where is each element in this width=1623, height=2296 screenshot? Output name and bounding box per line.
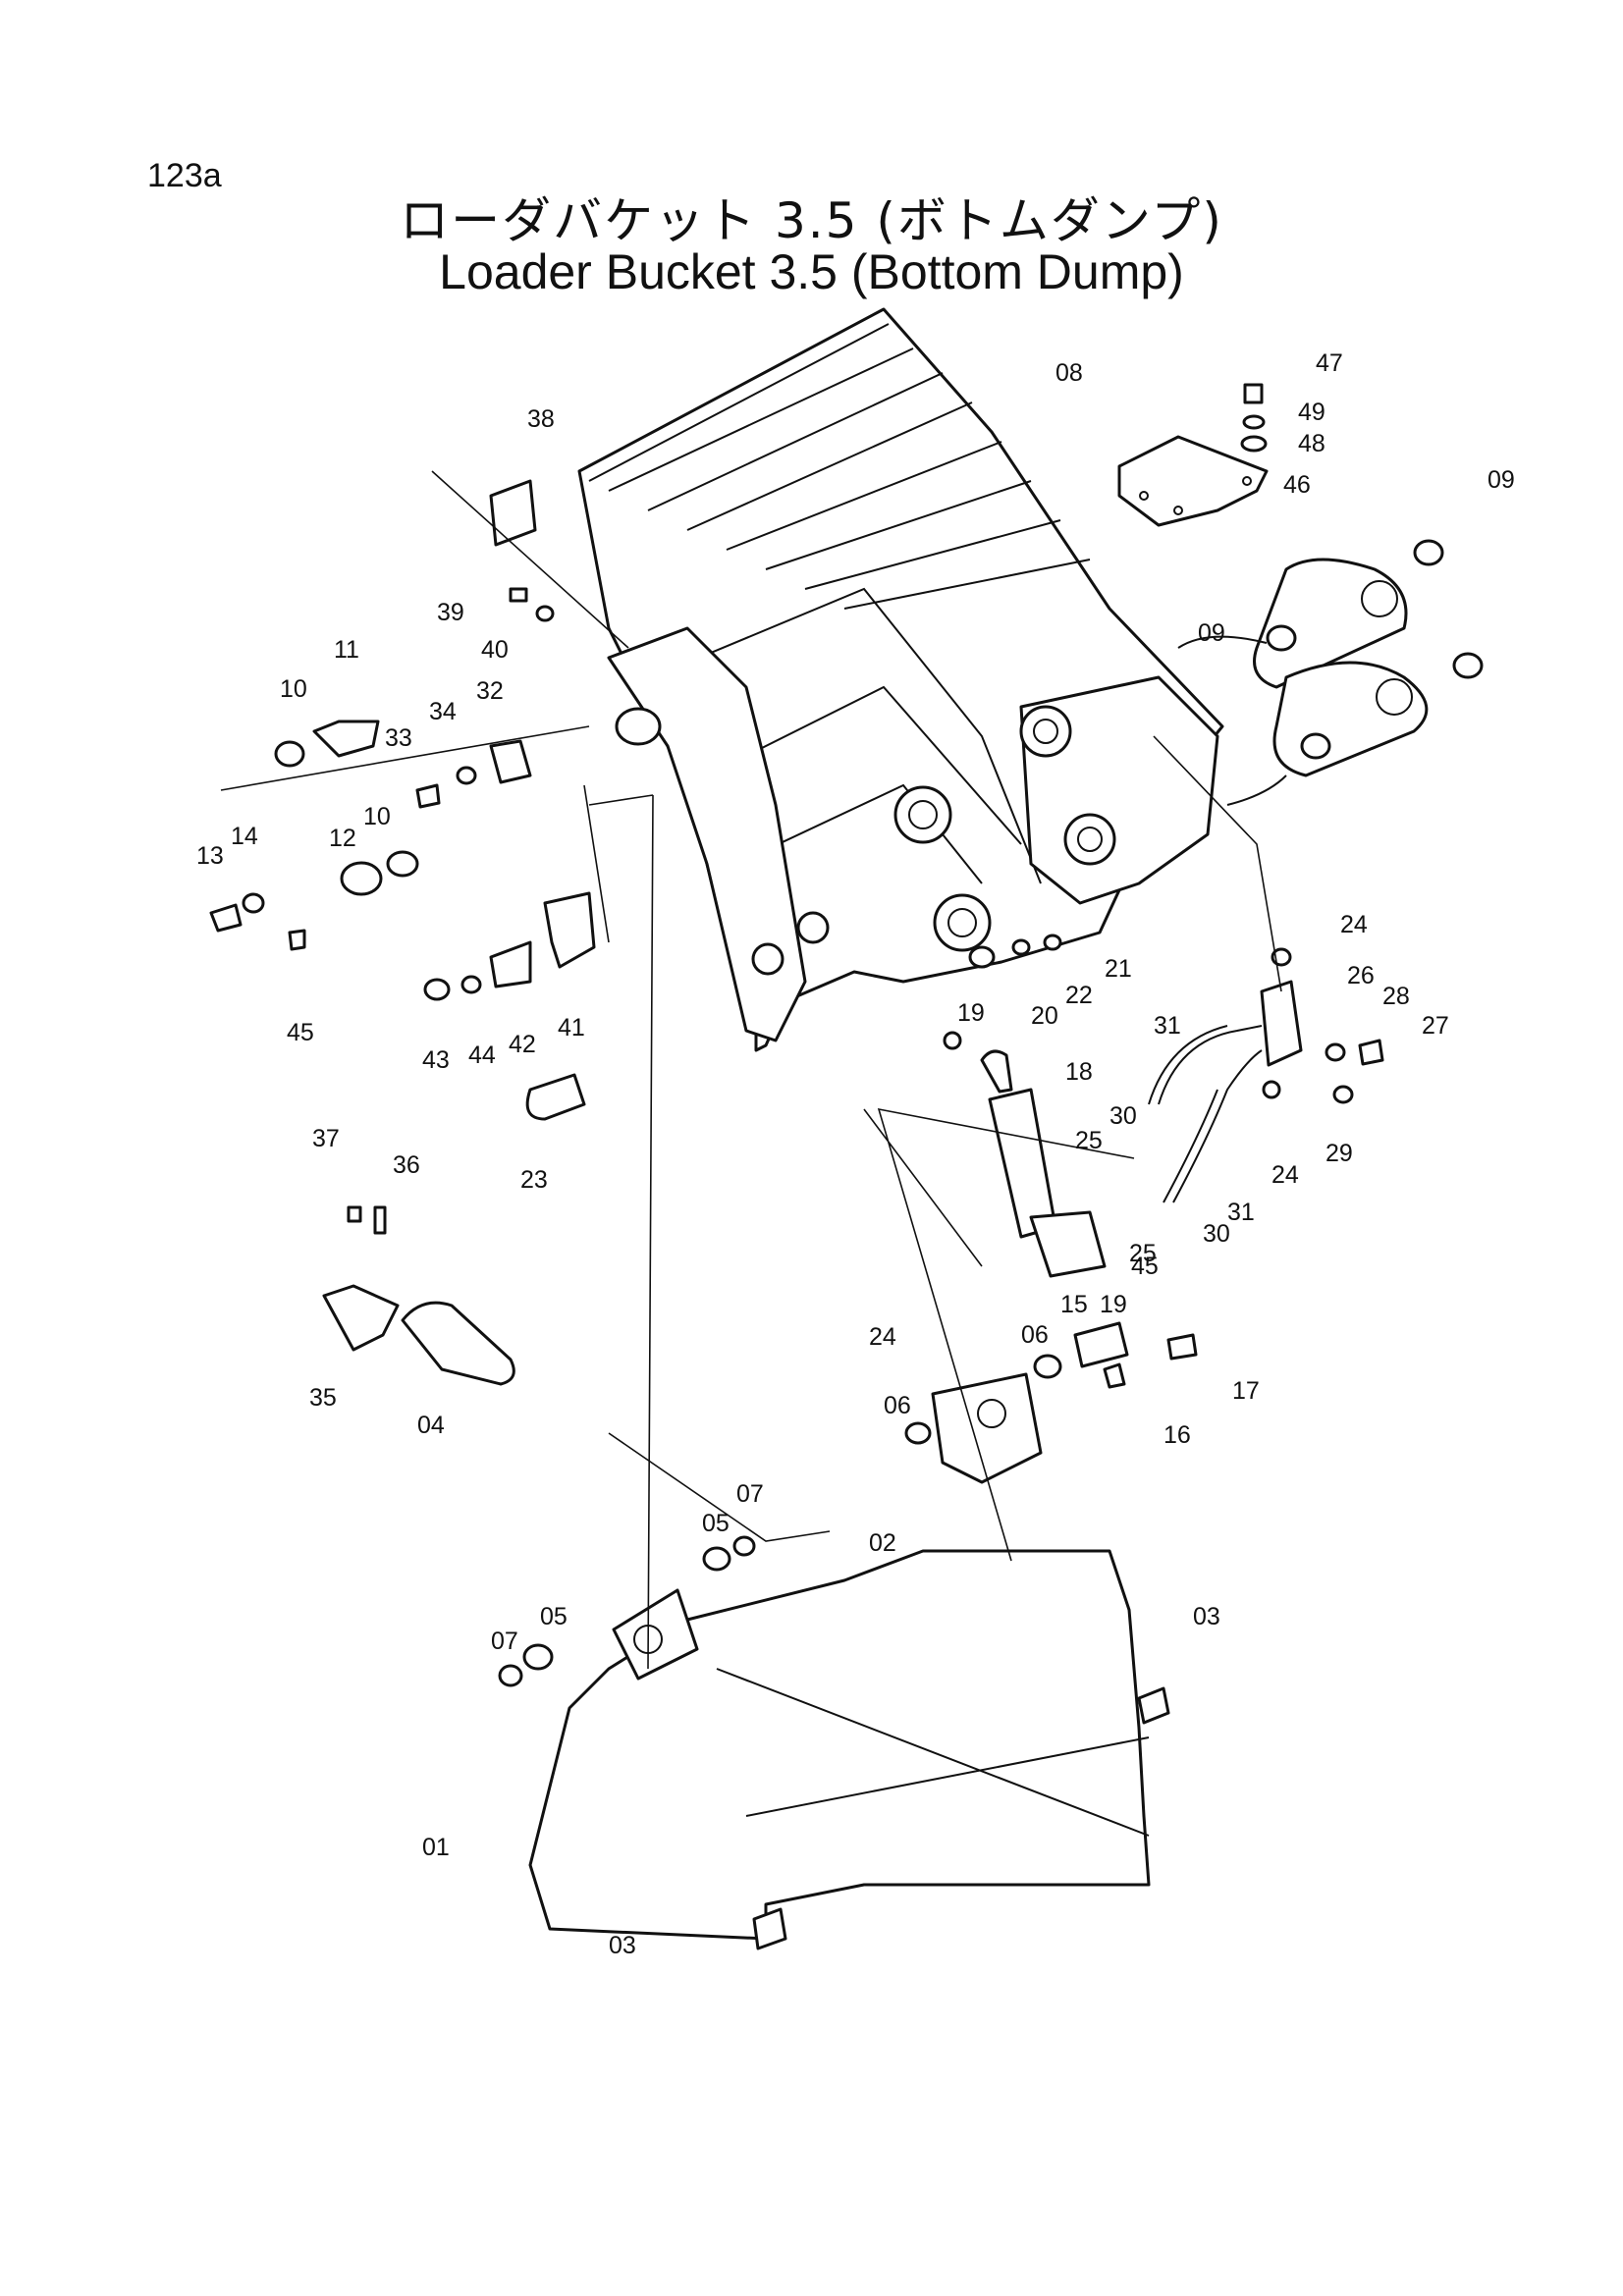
callout-42: 42: [509, 1031, 536, 1058]
callout-20: 20: [1031, 1002, 1058, 1030]
title-english: Loader Bucket 3.5 (Bottom Dump): [439, 244, 1184, 299]
callout-01: 01: [422, 1834, 450, 1861]
callout-35: 35: [309, 1384, 337, 1412]
callout-26: 26: [1347, 962, 1375, 989]
tooth-assembly: [322, 1205, 515, 1386]
callout-46: 46: [1283, 471, 1311, 499]
callout-05: 05: [540, 1603, 568, 1630]
callout-02: 02: [869, 1529, 896, 1557]
callout-19: 19: [1100, 1291, 1127, 1318]
callout-05: 05: [702, 1510, 730, 1537]
callout-14: 14: [231, 823, 258, 850]
callout-22: 22: [1065, 982, 1093, 1009]
callout-43: 43: [422, 1046, 450, 1074]
callout-15: 15: [1060, 1291, 1088, 1318]
callout-30: 30: [1203, 1220, 1230, 1248]
callout-40: 40: [481, 636, 509, 664]
callout-24: 24: [869, 1323, 896, 1351]
callout-28: 28: [1382, 983, 1410, 1010]
callout-24: 24: [1271, 1161, 1299, 1189]
link-plates: [1177, 539, 1484, 806]
callout-04: 04: [417, 1412, 445, 1439]
callout-24: 24: [1340, 911, 1368, 938]
bracket-assembly: [423, 891, 596, 1001]
cover-plate: [1117, 383, 1269, 527]
callout-45: 45: [287, 1019, 314, 1046]
callout-33: 33: [385, 724, 412, 752]
callout-03: 03: [609, 1932, 636, 1959]
pin-23: [525, 1073, 586, 1121]
callout-49: 49: [1298, 399, 1325, 426]
callout-10: 10: [280, 675, 307, 703]
callout-37: 37: [312, 1125, 340, 1152]
part-callouts: 01 02 03 03 04 05 05 06 06 07 07 08 09 09 10 10 11 12 13 14…: [196, 349, 1515, 1959]
callout-17: 17: [1232, 1377, 1260, 1405]
callout-29: 29: [1325, 1140, 1353, 1167]
callout-09: 09: [1198, 619, 1225, 647]
callout-27: 27: [1422, 1012, 1449, 1040]
callout-07: 07: [491, 1628, 518, 1655]
callout-16: 16: [1163, 1421, 1191, 1449]
callout-06: 06: [884, 1392, 911, 1419]
reference-lines: [220, 470, 1282, 1670]
callout-03: 03: [1193, 1603, 1220, 1630]
hydraulic-cylinder: [943, 934, 1107, 1278]
left-pin-assembly: [209, 720, 532, 951]
callout-38: 38: [527, 405, 555, 433]
callout-07: 07: [736, 1480, 764, 1508]
callout-32: 32: [476, 677, 504, 705]
callout-45: 45: [1131, 1253, 1159, 1280]
callout-36: 36: [393, 1151, 420, 1179]
callout-31: 31: [1154, 1012, 1181, 1040]
callout-48: 48: [1298, 430, 1325, 457]
callout-25: 25: [1129, 1240, 1157, 1267]
page-number: 123a: [147, 157, 222, 194]
plate-38: [489, 479, 555, 622]
callout-47: 47: [1316, 349, 1343, 377]
callout-30: 30: [1109, 1102, 1137, 1130]
callout-09: 09: [1488, 466, 1515, 494]
callout-23: 23: [520, 1166, 548, 1194]
valve-block: [1148, 947, 1384, 1203]
lower-bucket: [498, 1321, 1198, 1950]
callout-06: 06: [1021, 1321, 1049, 1349]
callout-31: 31: [1227, 1199, 1255, 1226]
callout-08: 08: [1055, 359, 1083, 387]
callout-13: 13: [196, 842, 224, 870]
callout-18: 18: [1065, 1058, 1093, 1086]
callout-12: 12: [329, 825, 356, 852]
callout-34: 34: [429, 698, 457, 725]
callout-19: 19: [957, 999, 985, 1027]
callout-11: 11: [334, 636, 359, 664]
upper-frame-assembly: [577, 307, 1224, 1052]
title-japanese: ローダバケット 3.5 (ボトムダンプ): [400, 192, 1223, 249]
callout-39: 39: [437, 599, 464, 626]
callout-41: 41: [558, 1014, 585, 1041]
callout-10: 10: [363, 803, 391, 830]
callout-44: 44: [468, 1041, 496, 1069]
callout-21: 21: [1105, 955, 1132, 983]
callout-25: 25: [1075, 1127, 1103, 1154]
